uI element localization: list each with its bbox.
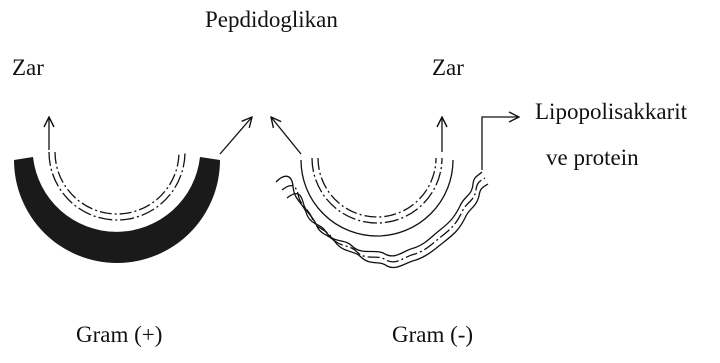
gram-positive-caption: Gram (+) — [76, 323, 162, 346]
gram-negative-outer-membrane-1 — [276, 172, 482, 256]
gram-negative-cell — [271, 117, 519, 267]
gram-negative-peptidoglycan-arrow — [271, 117, 301, 154]
gram-negative-lps-arrow — [482, 117, 519, 170]
gram-positive-peptidoglycan-wall — [14, 157, 220, 263]
gram-negative-membrane-outer — [312, 158, 442, 223]
gram-positive-peptidoglycan-arrow — [220, 117, 252, 154]
gram-positive-membrane-inner — [55, 152, 179, 214]
peptidoglycan-label: Pepdidoglikan — [205, 8, 338, 31]
protein-label: ve protein — [546, 146, 639, 169]
gram-positive-membrane-label: Zar — [12, 56, 44, 79]
gram-negative-caption: Gram (-) — [392, 323, 473, 346]
gram-negative-membrane-label: Zar — [432, 56, 464, 79]
gram-positive-membrane-outer — [49, 152, 185, 220]
lipopolysaccharide-label: Lipopolisakkarit — [535, 100, 687, 123]
gram-positive-cell — [14, 117, 252, 263]
gram-negative-peptidoglycan-layer — [301, 160, 453, 236]
gram-negative-outer-membrane-2 — [282, 178, 485, 262]
